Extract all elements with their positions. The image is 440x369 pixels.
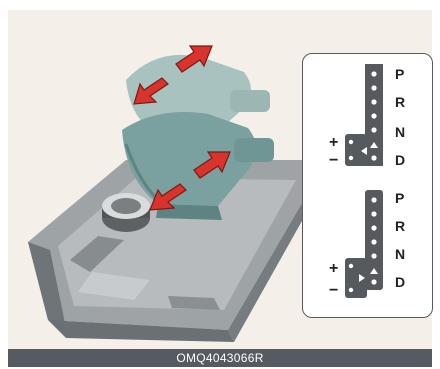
lower-label-r: R xyxy=(395,218,405,234)
lower-label-p: P xyxy=(395,190,404,206)
upper-manual-minus: − xyxy=(329,152,338,170)
lower-label-d: D xyxy=(395,274,405,290)
upper-label-r: R xyxy=(395,94,405,110)
shift-pattern-panel: P R N D + − P R N D + − xyxy=(302,53,433,318)
rotary-dial xyxy=(102,193,150,232)
illustration-frame: P R N D + − P R N D + − xyxy=(8,10,432,367)
lower-manual-minus: − xyxy=(329,282,338,300)
lower-shift-gate xyxy=(345,190,383,298)
lower-label-n: N xyxy=(395,246,405,262)
lower-manual-plus: + xyxy=(329,260,338,278)
shift-gate-diagrams xyxy=(303,54,434,319)
upper-label-d: D xyxy=(395,152,405,168)
upper-label-n: N xyxy=(395,124,405,140)
figure-caption: OMQ4043066R xyxy=(8,349,432,367)
upper-label-p: P xyxy=(395,66,404,82)
upper-shift-gate xyxy=(345,64,383,166)
upper-manual-plus: + xyxy=(329,134,338,152)
